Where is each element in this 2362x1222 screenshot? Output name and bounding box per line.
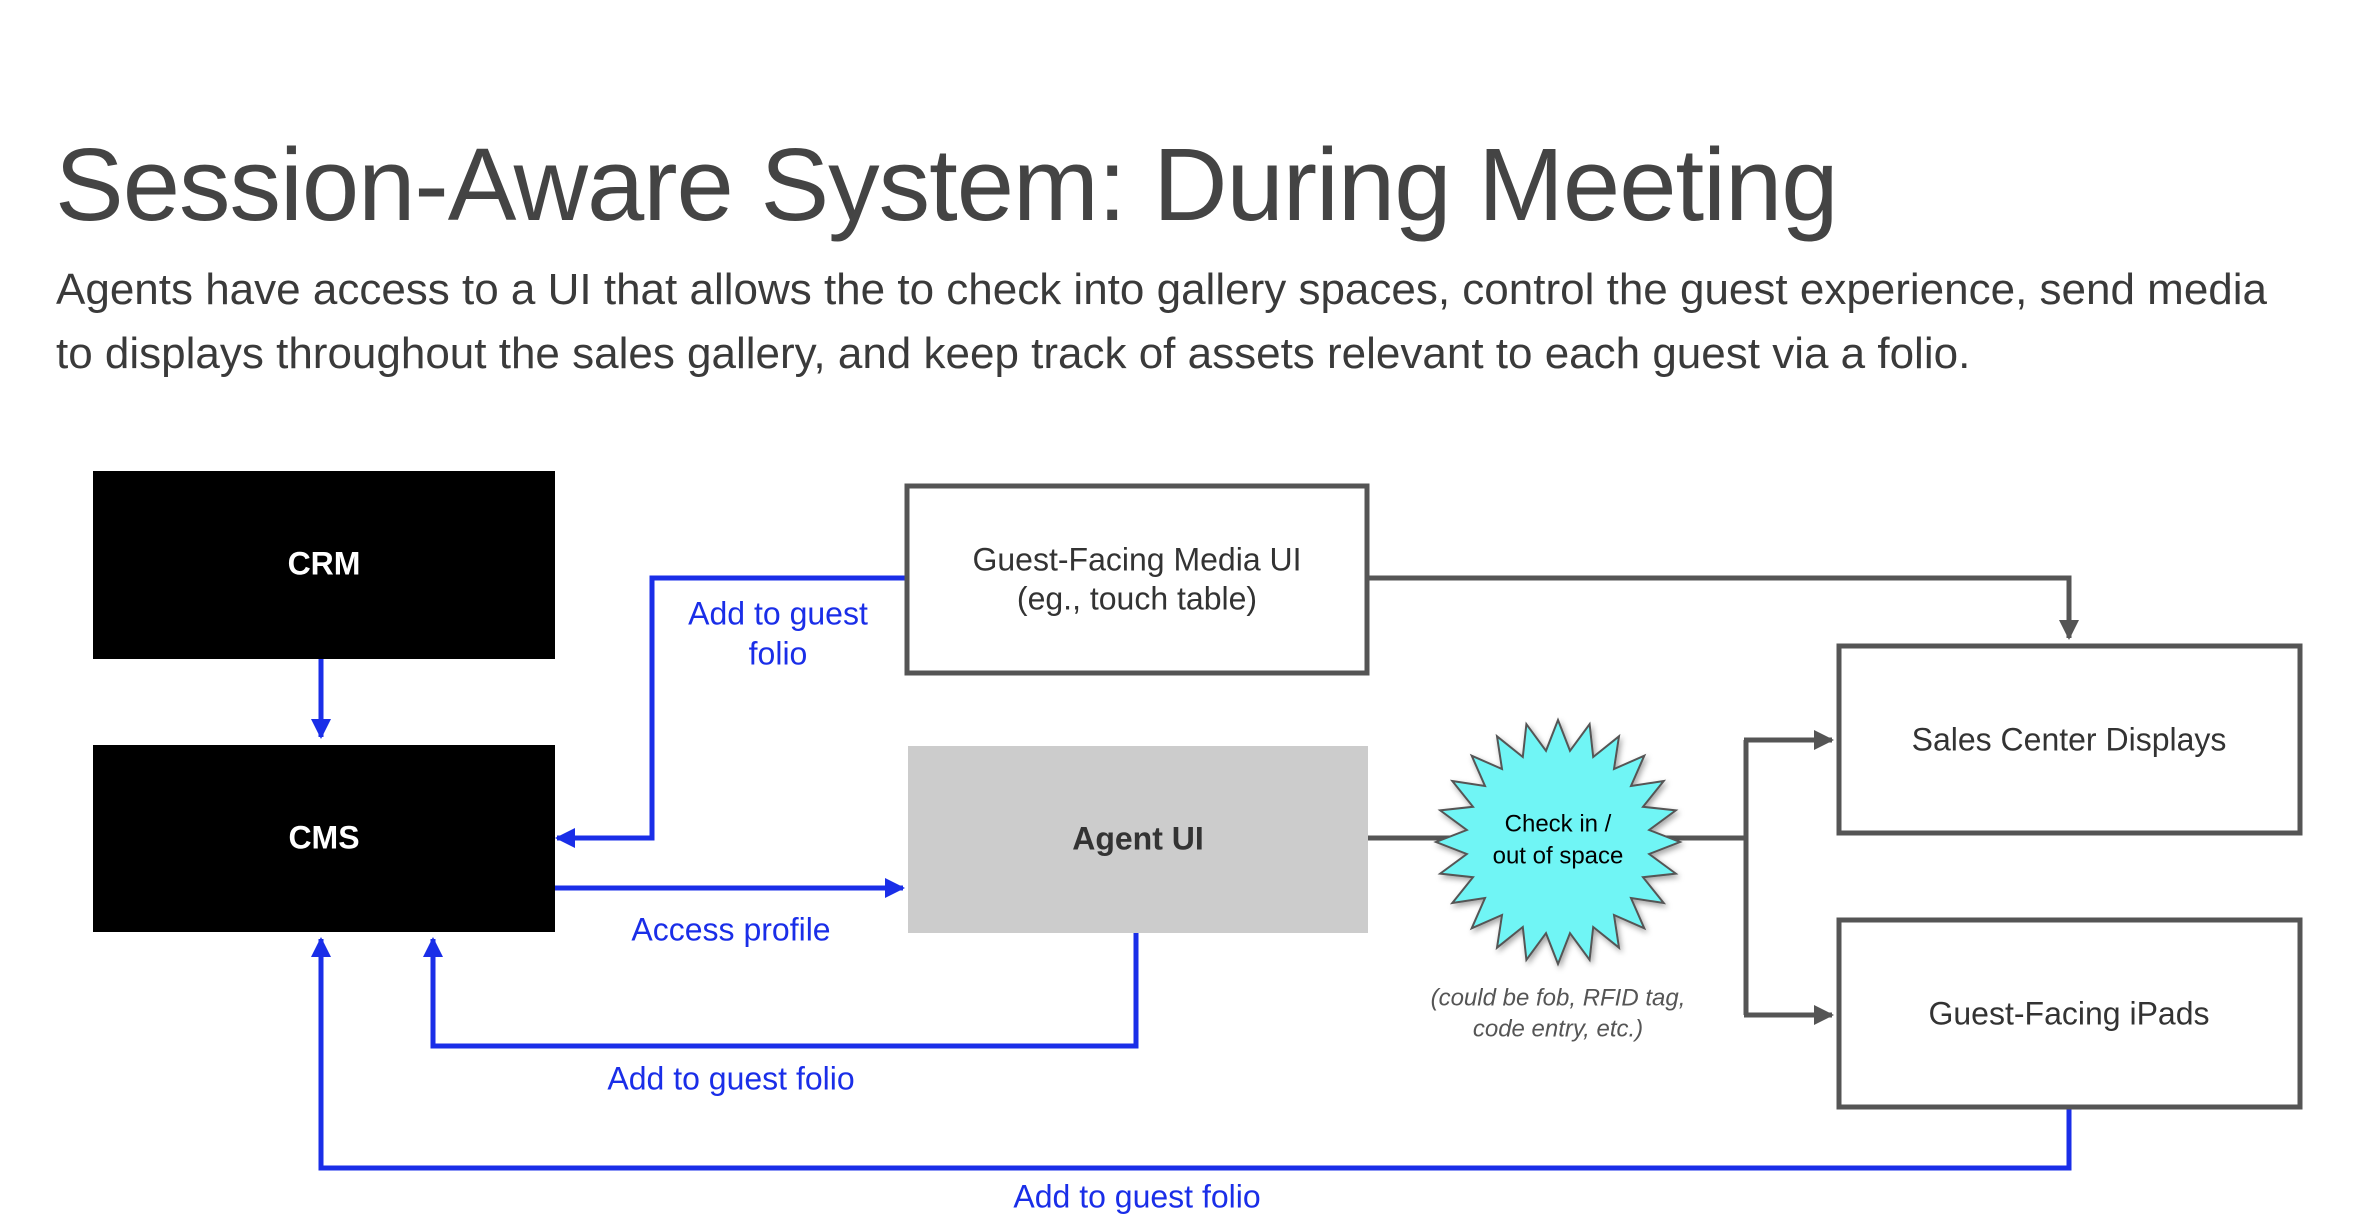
agent-to-cms-label: Add to guest folio xyxy=(607,1060,854,1096)
crm-box: CRM xyxy=(93,471,555,659)
sales-center-displays-box: Sales Center Displays xyxy=(1836,643,2303,836)
media-to-cms-label-line1: Add to guest xyxy=(688,595,868,631)
slide-subtitle: Agents have access to a UI that allows t… xyxy=(56,265,2268,378)
check-in-label-line1: Check in / xyxy=(1505,810,1612,837)
cms-label: CMS xyxy=(288,819,359,855)
connector-media-to-cms xyxy=(555,575,907,848)
guest-ipads-box: Guest-Facing iPads xyxy=(1836,917,2303,1110)
agent-ui-label: Agent UI xyxy=(1072,820,1204,856)
guest-media-ui-box: Guest-Facing Media UI (eg., touch table) xyxy=(904,483,1370,676)
connector-media-to-displays xyxy=(1367,575,2079,640)
check-in-note-line2: code entry, etc.) xyxy=(1473,1015,1643,1042)
connector-agent-to-cms xyxy=(423,931,1139,1049)
media-to-cms-label-line2: folio xyxy=(749,635,808,671)
check-in-label-line2: out of space xyxy=(1493,842,1624,869)
guest-media-ui-label: Guest-Facing Media UI xyxy=(972,541,1301,577)
slide-title: Session-Aware System: During Meeting xyxy=(55,127,1839,242)
agent-ui-box: Agent UI xyxy=(908,746,1368,933)
cms-to-agent-label: Access profile xyxy=(631,911,830,947)
connector-ipads-to-cms xyxy=(311,937,2072,1171)
guest-media-ui-sublabel: (eg., touch table) xyxy=(1017,580,1257,616)
check-in-note-line1: (could be fob, RFID tag, xyxy=(1431,984,1686,1011)
sales-center-displays-label: Sales Center Displays xyxy=(1912,721,2227,757)
ipads-to-cms-label: Add to guest folio xyxy=(1013,1178,1260,1214)
check-in-starburst: Check in / out of space xyxy=(1433,717,1683,967)
cms-box: CMS xyxy=(93,745,555,932)
guest-ipads-label: Guest-Facing iPads xyxy=(1928,995,2209,1031)
crm-label: CRM xyxy=(288,545,361,581)
